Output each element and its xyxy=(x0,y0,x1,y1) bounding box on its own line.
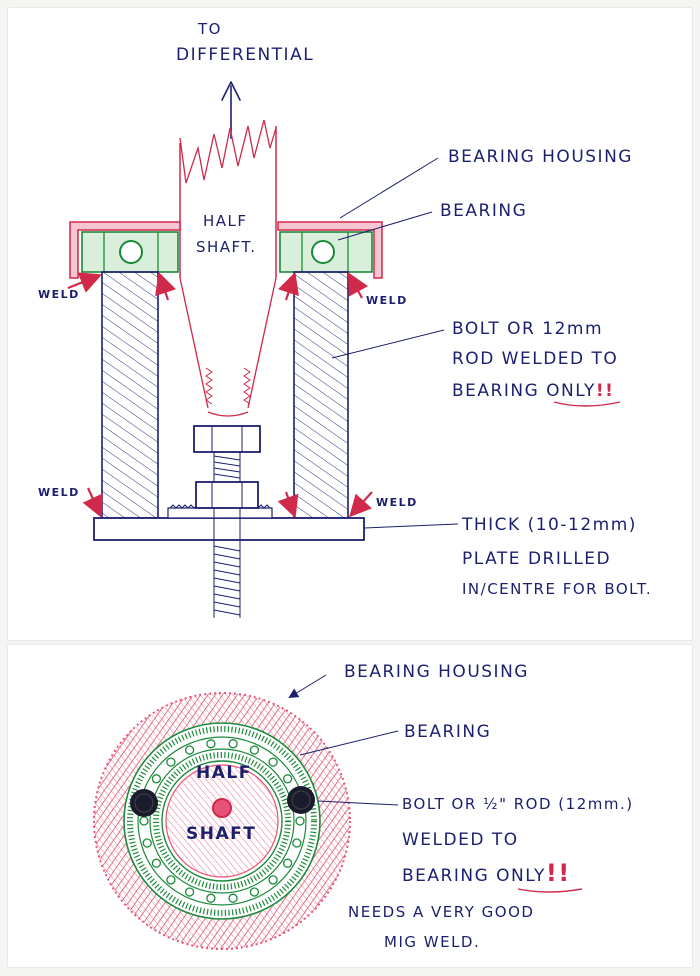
leader-bearing xyxy=(337,211,433,241)
leader-bolt xyxy=(331,329,445,359)
bearing-ball xyxy=(206,893,216,903)
differential-label: DIFFERENTIAL xyxy=(176,45,314,65)
weld-label-upper-right: WELD xyxy=(366,294,408,307)
only-underline-plan xyxy=(517,888,583,893)
bolt-note-line-2: ROD WELDED TO xyxy=(452,349,618,369)
weld-label-lower-right: WELD xyxy=(376,496,418,509)
base-plate xyxy=(93,504,365,541)
bearing-label-plan: BEARING xyxy=(404,722,491,742)
bearing-ball xyxy=(268,875,278,885)
bearing-ball xyxy=(166,757,176,767)
weld-arrow-upper-left xyxy=(67,272,103,293)
bearing-ball xyxy=(282,858,293,868)
to-label: TO xyxy=(197,20,222,38)
threaded-bolt xyxy=(213,452,241,618)
weld-arrow-upper-right-inner xyxy=(277,271,299,301)
rod-left xyxy=(101,271,159,519)
weld-arrow-lower-mid xyxy=(277,491,299,519)
bearing-housing-right xyxy=(277,221,383,279)
weld-arrow-lower-left xyxy=(82,487,103,518)
bolt-note-plan-line-3: BEARING ONLY!! xyxy=(402,859,571,887)
bearing-ball xyxy=(292,838,302,848)
plate-note-line-2: PLATE DRILLED xyxy=(462,549,611,569)
bearing-ball xyxy=(228,893,238,903)
bearing-ball xyxy=(151,774,162,784)
leader-bolt-plan xyxy=(317,800,399,806)
bearing-ball xyxy=(184,745,195,755)
bolt-note-line-1: BOLT OR 12mm xyxy=(452,319,603,339)
nut-lower xyxy=(195,481,259,509)
bolt-note-plan-line-2: WELDED TO xyxy=(402,830,519,850)
bearing-ball xyxy=(206,739,216,749)
bearing-label: BEARING xyxy=(440,201,527,221)
weld-arrow-lower-right xyxy=(349,491,373,518)
nut-upper xyxy=(193,425,261,453)
bearing-ball xyxy=(295,816,305,826)
leader-bearing-plan xyxy=(299,730,399,756)
leader-housing-plan xyxy=(288,674,327,699)
bolt-right xyxy=(287,786,315,814)
bearing-right xyxy=(279,231,373,273)
bearing-ball xyxy=(228,739,238,749)
side-view-diagram: TO DIFFERENTIAL HALF SHAFT. xyxy=(38,20,652,618)
up-arrow-icon xyxy=(221,81,241,139)
leader-plate xyxy=(363,523,459,529)
bearing-ball xyxy=(142,838,152,848)
plan-view-diagram: HALF SHAFT BEARING HOUSING BEARING BOLT … xyxy=(93,662,634,951)
bearing-ball xyxy=(249,745,260,755)
mig-note-line-1: NEEDS A VERY GOOD xyxy=(348,903,534,921)
side-view-card: TO DIFFERENTIAL HALF SHAFT. xyxy=(8,8,692,640)
mig-note-line-2: MIG WELD. xyxy=(384,933,480,951)
bolt-note-plan-line-1: BOLT OR ½" ROD (12mm.) xyxy=(402,795,634,813)
rod-right xyxy=(293,271,349,519)
half-shaft xyxy=(179,119,277,417)
bearing-housing-label: BEARING HOUSING xyxy=(448,147,633,167)
bearing-left xyxy=(81,231,179,273)
shaft-label-plan: SHAFT xyxy=(186,824,256,844)
shaft-label: SHAFT. xyxy=(196,238,257,256)
bearing-ball xyxy=(166,875,176,885)
bearing-ball xyxy=(249,887,260,897)
half-shaft-section xyxy=(165,764,279,878)
bearing-ball xyxy=(268,757,278,767)
plate-note-line-1: THICK (10-12mm) xyxy=(461,515,637,535)
bearing-ball xyxy=(282,774,293,784)
weld-label-lower-left: WELD xyxy=(38,486,80,499)
bolt-note-line-3: BEARING ONLY!! xyxy=(452,381,614,401)
bearing-housing-label-plan: BEARING HOUSING xyxy=(344,662,529,682)
bearing-ball xyxy=(151,858,162,868)
leader-bearing-housing xyxy=(339,157,439,219)
weld-arrow-upper-left-inner xyxy=(155,271,177,301)
bearing-ball xyxy=(184,887,195,897)
half-label: HALF xyxy=(203,212,248,230)
plate-note-line-3: IN/CENTRE FOR BOLT. xyxy=(462,580,652,598)
weld-label-upper-left: WELD xyxy=(38,288,80,301)
plan-view-card: HALF SHAFT BEARING HOUSING BEARING BOLT … xyxy=(8,645,692,967)
weld-arrow-upper-right xyxy=(347,272,369,299)
only-underline xyxy=(553,401,621,407)
half-label-plan: HALF xyxy=(196,763,252,783)
bolt-left xyxy=(130,789,158,817)
